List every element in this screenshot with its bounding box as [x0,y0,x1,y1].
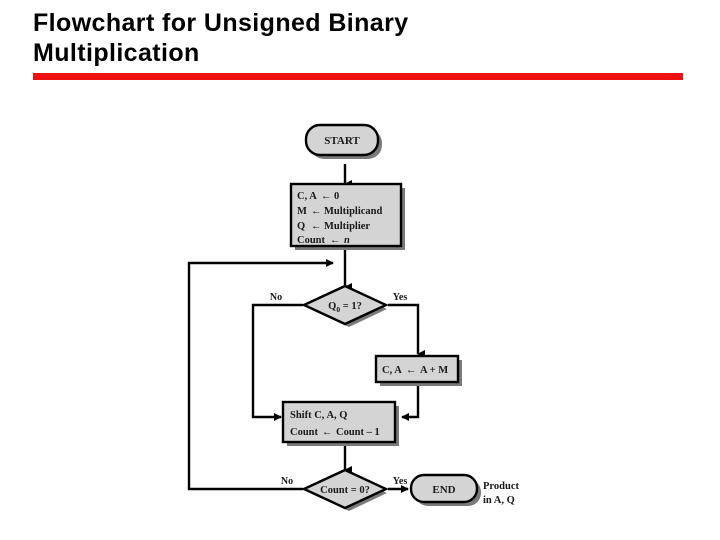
node-init-line4-right: n [344,235,350,246]
node-init-line1-right: 0 [334,191,339,202]
node-init-line4-arrow: ← [330,235,341,246]
node-decision-count-label: Count = 0? [320,485,370,496]
node-decision-count-shape [301,468,389,510]
annotation-product-line2: in A, Q [483,495,515,506]
edge-label-count-no: No [281,476,293,487]
page-title: Flowchart for Unsigned Binary Multiplica… [33,8,693,68]
edge-q0-no-to-shift [251,303,303,421]
node-end-label: END [432,484,455,496]
edge-label-q0-yes: Yes [393,292,408,303]
node-add-shape [374,354,460,384]
node-add[interactable]: C, A ← A + M [374,354,462,386]
node-decision-q0-label: Q0 = 1? [328,301,362,314]
node-start-shape [304,123,380,157]
node-init-line1-left: C, A [297,191,317,202]
node-init-line2-left: M [297,206,307,217]
node-init-line2-right: Multiplicand [324,206,383,217]
edge-label-q0-no: No [270,292,282,303]
node-decision-q0[interactable]: Q0 = 1? [301,284,389,327]
node-shift[interactable]: Shift C, A, Q Count ← Count – 1 [281,400,399,446]
edge-count-no-loop-back [187,259,334,491]
flow-connectors [187,164,425,493]
node-init-line3-right: Multiplier [324,221,370,232]
flow-edge-labels: No Yes No Yes [270,292,407,487]
node-shift-line2-right: Count – 1 [336,427,380,438]
node-end-shape [409,473,479,504]
node-shift-line2-left: Count [290,427,319,438]
edge-add-to-shift [401,382,420,421]
node-add-right: A + M [420,365,448,376]
node-shift-line2-arrow: ← [322,427,333,438]
edge-label-count-yes: Yes [393,476,408,487]
annotation-product-line1: Product [483,481,519,492]
flowchart-diagram: START C, A ← 0 M ← Multiplicand Q ← Mult… [0,92,720,540]
node-decision-count[interactable]: Count = 0? [301,468,389,511]
node-start[interactable]: START [304,123,382,159]
node-init-line1-arrow: ← [321,191,332,202]
edge-q0-yes-to-add [388,303,425,358]
annotation-product: Product in A, Q [483,481,519,506]
title-divider-rule [33,73,683,80]
node-init-shape [289,182,403,248]
node-init[interactable]: C, A ← 0 M ← Multiplicand Q ← Multiplier… [289,182,405,250]
node-init-line3-left: Q [297,221,305,232]
node-init-line2-arrow: ← [311,206,322,217]
node-start-label: START [324,135,360,147]
node-decision-q0-shape [301,284,389,326]
node-end[interactable]: END [409,473,481,506]
node-add-arrow: ← [406,365,417,376]
node-init-line3-arrow: ← [311,221,322,232]
page-title-text: Flowchart for Unsigned Binary Multiplica… [33,9,409,67]
node-add-left: C, A [382,365,402,376]
node-shift-shape [281,400,397,444]
node-init-line4-left: Count [297,235,326,246]
node-shift-line1: Shift C, A, Q [290,410,347,421]
